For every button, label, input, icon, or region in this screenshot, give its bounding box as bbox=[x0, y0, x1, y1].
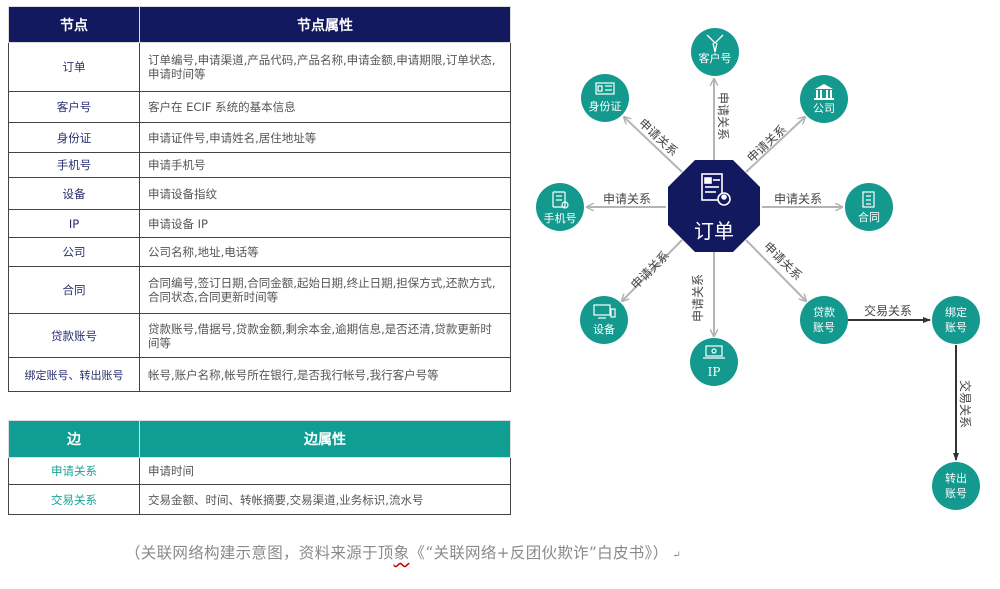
node-label: 设备 bbox=[593, 322, 615, 336]
caption-text: （关联网络构建示意图，资料来源于顶 bbox=[125, 544, 394, 562]
edge-label: 申请关系 bbox=[744, 122, 789, 165]
column-header-node-attributes: 节点属性 bbox=[139, 6, 511, 43]
attrs-cell: 订单编号,申请渠道,产品代码,产品名称,申请金额,申请期限,订单状态,申请时间等 bbox=[139, 42, 511, 92]
edge-label: 申请关系 bbox=[691, 274, 705, 322]
node-label: 转出 bbox=[945, 471, 967, 485]
edge-labels: 申请关系 申请关系 申请关系 申请关系 申请关系 申请关系 申请关系 申请关系 … bbox=[603, 92, 973, 428]
edge-order-device bbox=[622, 239, 683, 301]
node-label: 贷款 bbox=[813, 305, 835, 319]
table-row: 客户号客户在 ECIF 系统的基本信息 bbox=[8, 91, 511, 123]
node-label: 账号 bbox=[945, 321, 967, 334]
node-cell: 公司 bbox=[8, 237, 140, 267]
edge-label: 申请关系 bbox=[716, 92, 730, 140]
person-tie-icon bbox=[706, 34, 724, 53]
trade-edges bbox=[848, 317, 959, 461]
paragraph-mark-icon: ↵ bbox=[672, 550, 682, 561]
table-row: 绑定账号、转出账号帐号,账户名称,帐号所在银行,是否我行帐号,我行客户号等 bbox=[8, 357, 511, 392]
node-label: 身份证 bbox=[589, 99, 622, 113]
bank-building-icon bbox=[814, 84, 834, 100]
edge-cell: 申请关系 bbox=[8, 457, 140, 485]
table-row: 申请关系申请时间 bbox=[8, 457, 511, 485]
attrs-cell: 客户在 ECIF 系统的基本信息 bbox=[139, 91, 511, 123]
node-label: 账号 bbox=[945, 487, 967, 500]
node-company: 公司 bbox=[800, 75, 848, 123]
node-contract: 合同 bbox=[845, 183, 893, 231]
node-idcard: 身份证 bbox=[581, 74, 629, 122]
edge-label: 交易关系 bbox=[958, 380, 973, 428]
attrs-cell: 申请设备 IP bbox=[139, 209, 511, 238]
node-cell: 订单 bbox=[8, 42, 140, 92]
document-user-icon bbox=[701, 173, 731, 206]
node-label: 绑定 bbox=[945, 305, 967, 319]
node-cell: 贷款账号 bbox=[8, 313, 140, 358]
node-cell: IP bbox=[8, 209, 140, 238]
node-ip: IP bbox=[690, 338, 738, 386]
node-attributes-table: 节点 节点属性 订单订单编号,申请渠道,产品代码,产品名称,申请金额,申请期限,… bbox=[8, 6, 511, 392]
node-cell: 设备 bbox=[8, 177, 140, 210]
center-node-order: 订单 bbox=[668, 160, 760, 252]
node-cell: 身份证 bbox=[8, 122, 140, 153]
satellite-nodes: 客户号 身份证 公司 bbox=[536, 28, 980, 510]
node-phone: 手机号 bbox=[536, 183, 584, 231]
node-bound-account: 绑定 账号 bbox=[932, 296, 980, 344]
table-row: 手机号申请手机号 bbox=[8, 152, 511, 178]
node-cell: 手机号 bbox=[8, 152, 140, 178]
clipboard-icon bbox=[862, 191, 875, 208]
figure-caption: （关联网络构建示意图，资料来源于顶象《“关联网络+反团伙欺诈”白皮书》）↵ bbox=[125, 541, 681, 563]
attrs-cell: 申请手机号 bbox=[139, 152, 511, 178]
node-label: 合同 bbox=[858, 210, 880, 224]
edge-label: 申请关系 bbox=[636, 116, 681, 159]
attrs-cell: 贷款账号,借据号,贷款金额,剩余本金,逾期信息,是否还清,贷款更新时间等 bbox=[139, 313, 511, 358]
edge-label: 申请关系 bbox=[603, 192, 651, 206]
table-header-row: 边 边属性 bbox=[8, 420, 511, 458]
edge-label: 交易关系 bbox=[864, 303, 912, 318]
node-label: 公司 bbox=[813, 102, 835, 115]
edge-order-loan bbox=[745, 239, 806, 301]
table-row: 订单订单编号,申请渠道,产品代码,产品名称,申请金额,申请期限,订单状态,申请时… bbox=[8, 42, 511, 92]
table-row: 贷款账号贷款账号,借据号,贷款金额,剩余本金,逾期信息,是否还清,贷款更新时间等 bbox=[8, 313, 511, 358]
node-transfer-out-account: 转出 账号 bbox=[932, 462, 980, 510]
id-card-icon bbox=[595, 82, 615, 95]
table-header-row: 节点 节点属性 bbox=[8, 6, 511, 43]
center-node-label: 订单 bbox=[694, 219, 734, 243]
edge-attributes-table: 边 边属性 申请关系申请时间 交易关系交易金额、时间、转帐摘要,交易渠道,业务标… bbox=[8, 420, 511, 515]
laptop-icon bbox=[703, 345, 725, 359]
node-label: 账号 bbox=[813, 321, 835, 334]
node-cell: 绑定账号、转出账号 bbox=[8, 357, 140, 392]
edge-order-company bbox=[745, 117, 805, 173]
node-device: 设备 bbox=[580, 296, 628, 344]
table-row: 交易关系交易金额、时间、转帐摘要,交易渠道,业务标识,流水号 bbox=[8, 484, 511, 515]
attrs-cell: 帐号,账户名称,帐号所在银行,是否我行帐号,我行客户号等 bbox=[139, 357, 511, 392]
edge-order-idcard bbox=[624, 117, 683, 173]
caption-text: 《“关联网络+反团伙欺诈”白皮书》） bbox=[409, 544, 669, 562]
attrs-cell: 交易金额、时间、转帐摘要,交易渠道,业务标识,流水号 bbox=[139, 484, 511, 515]
edge-label: 申请关系 bbox=[774, 192, 822, 206]
node-label: 手机号 bbox=[544, 211, 577, 225]
edge-label: 申请关系 bbox=[628, 248, 672, 292]
attrs-cell: 合同编号,签订日期,合同金额,起始日期,终止日期,担保方式,还款方式,合同状态,… bbox=[139, 266, 511, 314]
column-header-node: 节点 bbox=[8, 6, 140, 43]
node-label: IP bbox=[708, 365, 721, 379]
phone-icon bbox=[552, 191, 569, 209]
computer-icon bbox=[593, 304, 616, 319]
edge-cell: 交易关系 bbox=[8, 484, 140, 515]
column-header-edge: 边 bbox=[8, 420, 140, 458]
apply-edges bbox=[587, 79, 842, 336]
attrs-cell: 申请时间 bbox=[139, 457, 511, 485]
node-customer: 客户号 bbox=[691, 28, 739, 76]
node-label: 客户号 bbox=[699, 51, 732, 65]
caption-spellcheck-word: 象 bbox=[393, 544, 410, 562]
table-row: 公司公司名称,地址,电话等 bbox=[8, 237, 511, 267]
attrs-cell: 公司名称,地址,电话等 bbox=[139, 237, 511, 267]
node-loan-account: 贷款 账号 bbox=[800, 296, 848, 344]
